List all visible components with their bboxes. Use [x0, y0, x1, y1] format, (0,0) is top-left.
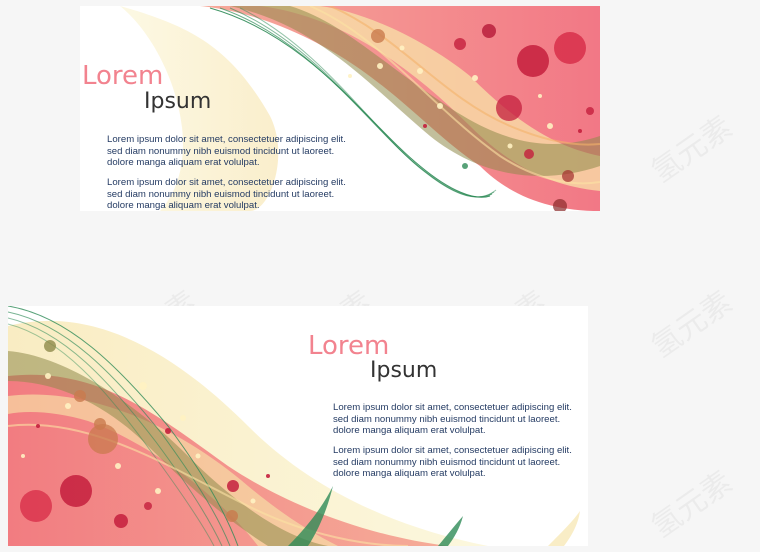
- business-card-back: Lorem Ipsum Lorem ipsum dolor sit amet, …: [8, 306, 588, 546]
- watermark: 氢元素: [641, 278, 740, 366]
- wave-decoration: [120, 6, 600, 211]
- card-paragraph: Lorem ipsum dolor sit amet, consectetuer…: [333, 445, 572, 479]
- card-paragraph: Lorem ipsum dolor sit amet, consectetuer…: [107, 177, 346, 211]
- card-title-secondary: Ipsum: [370, 358, 438, 383]
- card-title-primary: Lorem: [308, 331, 390, 361]
- card-title-primary: Lorem: [82, 61, 164, 91]
- card-title-secondary: Ipsum: [144, 89, 212, 114]
- card-paragraph: Lorem ipsum dolor sit amet, consectetuer…: [107, 134, 346, 168]
- watermark: 氢元素: [641, 458, 740, 546]
- business-card-front: Lorem Ipsum Lorem ipsum dolor sit amet, …: [80, 6, 600, 211]
- watermark: 氢元素: [641, 103, 740, 191]
- card-paragraph: Lorem ipsum dolor sit amet, consectetuer…: [333, 402, 572, 436]
- wave-decoration: [8, 306, 580, 546]
